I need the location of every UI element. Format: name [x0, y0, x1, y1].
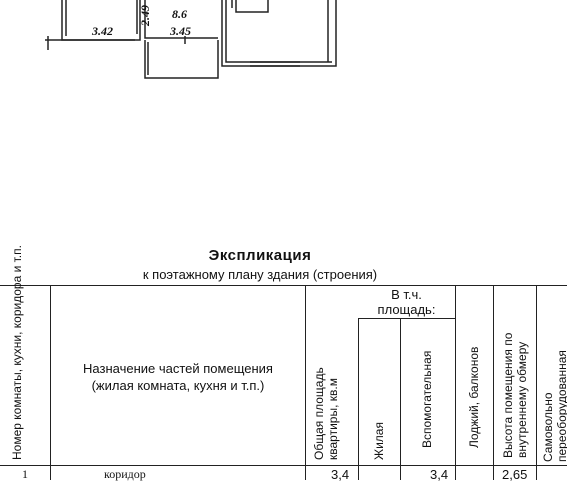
table-col-divider	[358, 318, 359, 480]
table-col-divider	[455, 285, 456, 480]
table-col-divider	[536, 285, 537, 480]
row-auxiliary-area: 3,4	[430, 467, 449, 482]
table-col-divider	[493, 285, 494, 480]
row-number: 1	[22, 467, 28, 481]
floor-plan	[45, 0, 337, 79]
table-subheader-border	[358, 318, 455, 319]
plan-dimension-left-width: 3.42	[92, 24, 113, 38]
plan-dimension-room-height: 2.49	[138, 5, 152, 26]
row-name: коридор	[104, 467, 146, 481]
row-total-area: 3,4	[331, 467, 350, 482]
explication-title: Экспликация	[208, 247, 312, 264]
table-col-divider	[400, 318, 401, 480]
header-included-area: В т.ч. площадь:	[377, 287, 436, 317]
header-total-area: Общая площадь квартиры, кв.м	[312, 367, 340, 460]
header-loggias: Лоджий, балконов	[467, 346, 481, 448]
header-purpose: Назначение частей помещения (жилая комна…	[83, 361, 273, 393]
header-room-number: Номер комнаты, кухни, коридора и т.п.	[10, 245, 24, 460]
row-height: 2,65	[502, 467, 528, 482]
table-col-divider	[305, 285, 306, 480]
header-living: Жилая	[372, 422, 386, 460]
header-auxiliary: Вспомогательная	[420, 350, 434, 448]
table-top-border	[0, 285, 567, 286]
header-height: Высота помещения по внутреннему обмеру	[501, 332, 529, 458]
plan-dimension-room-width: 3.45	[170, 24, 191, 38]
plan-room-area: 8.6	[172, 7, 187, 21]
table-header-bottom-border	[0, 465, 567, 466]
explication-subtitle: к поэтажному плану здания (строения)	[142, 267, 378, 282]
table-col-divider	[50, 285, 51, 480]
header-unauthorized: Самовольно переоборудованная	[541, 350, 567, 462]
